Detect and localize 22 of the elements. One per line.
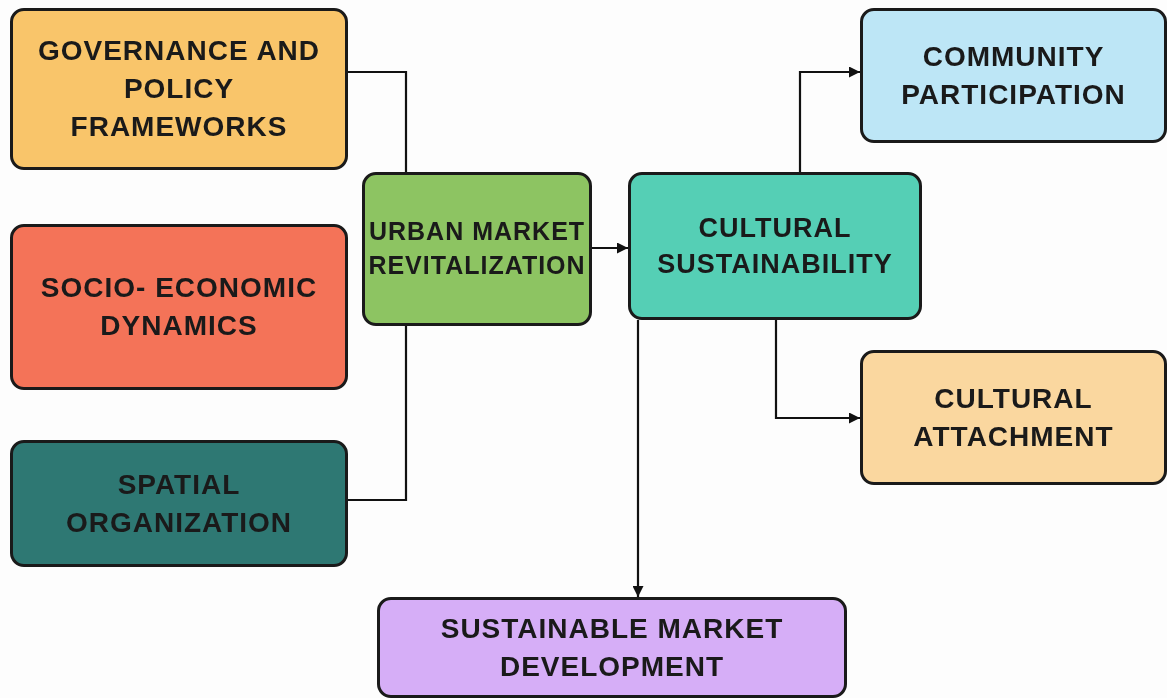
outcome-box [860,8,1167,143]
arrow [632,320,644,597]
process-box [628,172,922,320]
box-label: SPATIAL ORGANIZATION [64,467,294,540]
factor-box [10,224,348,390]
connector-line [348,326,408,502]
box-label: CULTURAL SUSTAINABILITY [656,211,894,281]
arrow [592,242,628,254]
box-label: URBAN MARKET REVITALIZATION [368,216,586,281]
box-label: CULTURAL ATTACHMENT [912,381,1115,454]
arrow [774,320,860,424]
box-label: GOVERNANCE AND POLICY FRAMEWORKS [36,34,322,144]
box-label: SUSTAINABLE MARKET DEVELOPMENT [439,611,785,684]
outcome-box [860,350,1167,485]
factor-box [10,440,348,567]
arrow [798,66,860,172]
outcome-box [377,597,847,698]
connector-line [348,70,408,172]
box-label: SOCIO- ECONOMIC DYNAMICS [39,271,319,343]
box-label: COMMUNITY PARTICIPATION [900,39,1127,112]
governance-box [10,8,348,170]
process-box [362,172,592,326]
